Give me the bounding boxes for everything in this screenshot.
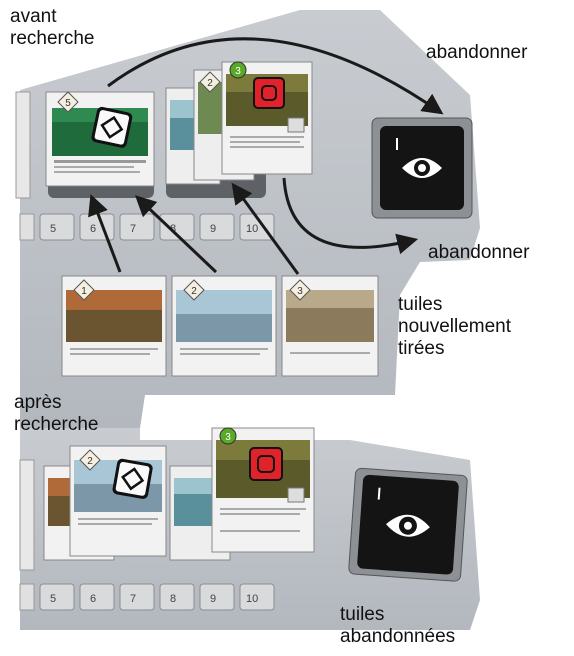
- slot-7-after: 7: [119, 583, 155, 611]
- svg-text:3: 3: [297, 286, 303, 297]
- eye-tile-after: [348, 467, 468, 582]
- tile-before-1: 5: [45, 91, 155, 187]
- svg-text:9: 9: [210, 223, 216, 235]
- svg-text:10: 10: [246, 593, 258, 605]
- svg-text:7: 7: [130, 223, 136, 235]
- slot-9-after: 9: [199, 583, 235, 611]
- svg-text:6: 6: [90, 223, 96, 235]
- label-new-tiles: tuiles nouvellement tirées: [398, 294, 511, 360]
- arrow-drawn-3: [231, 182, 300, 275]
- tile-drawn-1: 1: [61, 275, 167, 377]
- label-new-line1: tuiles: [398, 294, 443, 315]
- arrow-discard-top: [107, 37, 444, 115]
- tile-before-1-cost: 5: [65, 98, 71, 109]
- label-discarded-line2: abandonnées: [340, 626, 456, 647]
- tile-before-3: 3: [221, 61, 313, 175]
- svg-text:9: 9: [210, 593, 216, 605]
- red-square-icon: [249, 447, 283, 481]
- eye-icon: [385, 514, 430, 537]
- label-before-line2: recherche: [10, 28, 95, 49]
- after-tile-row: 2 3: [19, 427, 315, 571]
- slot-6: 6: [79, 213, 115, 241]
- svg-text:5: 5: [50, 593, 56, 605]
- svg-text:2: 2: [87, 456, 93, 467]
- tile-drawn-2: 2: [171, 275, 277, 377]
- svg-text:2: 2: [191, 286, 197, 297]
- svg-text:7: 7: [130, 593, 136, 605]
- arrow-drawn-2: [134, 195, 218, 274]
- eye-icon: [402, 158, 442, 178]
- eye-tile-before: [371, 117, 473, 219]
- slot-9: 9: [199, 213, 235, 241]
- before-slots-row: 5 6 7 8 9 10: [19, 213, 275, 241]
- arrow-drawn-1: [88, 194, 122, 273]
- arrow-discard-mid: [282, 177, 419, 255]
- slot-8: 8: [159, 213, 195, 241]
- slot-6-after: 6: [79, 583, 115, 611]
- slot-10: 10: [239, 213, 275, 241]
- diamond-icon: [91, 106, 133, 148]
- svg-text:10: 10: [246, 223, 258, 235]
- slot-8-after: 8: [159, 583, 195, 611]
- slot-5: 5: [39, 213, 75, 241]
- label-new-line2: nouvellement: [398, 316, 512, 337]
- label-after-line2: recherche: [14, 414, 99, 435]
- svg-text:8: 8: [170, 593, 176, 605]
- svg-text:6: 6: [90, 593, 96, 605]
- tile-after-2: 2: [69, 445, 167, 557]
- label-after-line1: après: [14, 392, 62, 413]
- svg-text:1: 1: [81, 286, 87, 297]
- slot-5-after: 5: [39, 583, 75, 611]
- slot-7: 7: [119, 213, 155, 241]
- tile-drawn-3: 3: [281, 275, 379, 377]
- label-discard-mid: abandonner: [428, 242, 530, 263]
- tile-before-2-cost: 2: [207, 78, 213, 89]
- svg-text:3: 3: [225, 432, 231, 443]
- label-discard-top: abandonner: [426, 42, 528, 63]
- label-after: après recherche: [14, 392, 99, 436]
- label-discarded: tuiles abandonnées: [340, 604, 455, 648]
- diamond-icon: [112, 458, 153, 499]
- label-before: avant recherche: [10, 6, 95, 50]
- svg-text:8: 8: [170, 223, 176, 235]
- after-slots-row: 5 6 7 8 9 10: [19, 583, 275, 611]
- slot-10-after: 10: [239, 583, 275, 611]
- label-discarded-line1: tuiles: [340, 604, 385, 625]
- label-before-line1: avant: [10, 6, 57, 27]
- tile-after-4: 3: [211, 427, 315, 553]
- tile-before-3-cost: 3: [235, 66, 241, 77]
- red-square-icon: [253, 77, 285, 109]
- label-new-line3: tirées: [398, 338, 445, 359]
- svg-text:5: 5: [50, 223, 56, 235]
